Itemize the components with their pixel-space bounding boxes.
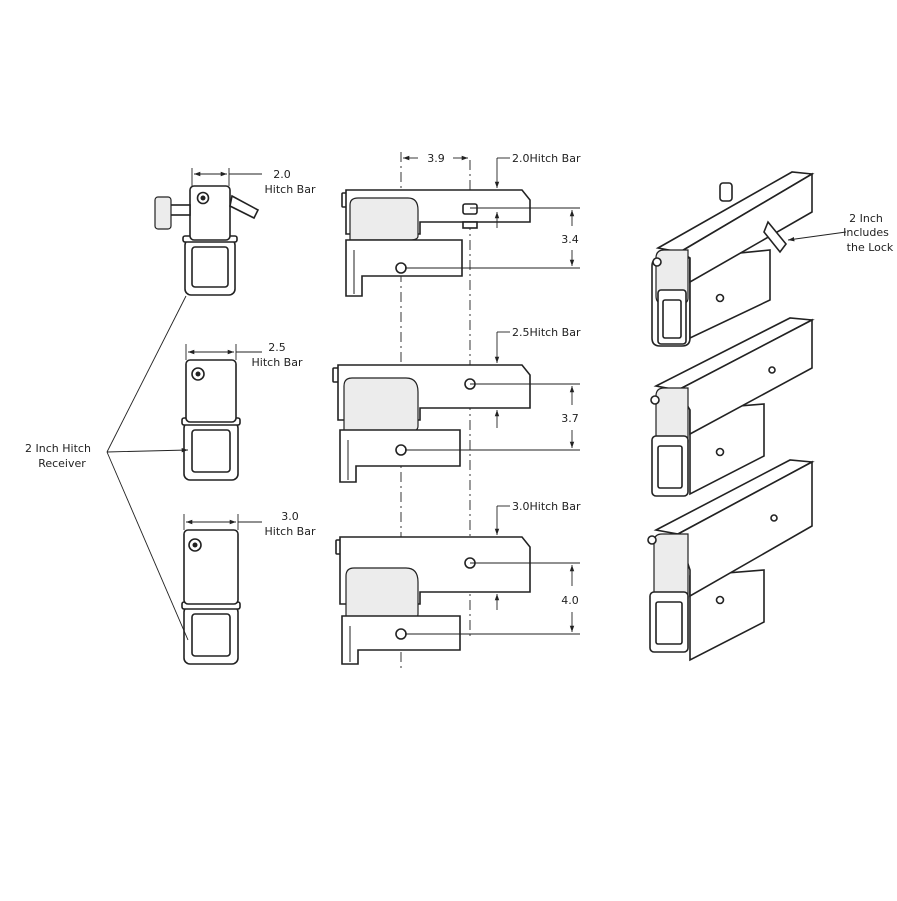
- front-view-2-0: [154, 185, 260, 296]
- side-view-2-5: [332, 364, 531, 483]
- front-dim-value-3: 3.0: [281, 510, 299, 523]
- front-dim-label-1: Hitch Bar: [265, 183, 316, 196]
- side-bar-label-3: 3.0Hitch Bar: [512, 500, 581, 513]
- rise-value-2: 3.7: [561, 412, 579, 425]
- iso-view-2-5: [650, 317, 815, 497]
- lock-shackle-iso-icon: [763, 220, 788, 254]
- side-view-3-0: [335, 536, 531, 665]
- front-view-2-5: [181, 359, 241, 481]
- bar-pointers: [494, 157, 510, 535]
- lock-shackle-icon: [229, 194, 260, 220]
- receiver-label-line1: 2 Inch Hitch: [25, 442, 91, 455]
- lock-callout-line1: 2 Inch: [849, 212, 883, 225]
- receiver-label-line2: Receiver: [38, 457, 86, 470]
- front-width-dims: [183, 168, 262, 530]
- front-dim-value-1: 2.0: [273, 168, 291, 181]
- lock-callout-line2: Includes: [843, 226, 889, 239]
- offset-value: 3.9: [427, 152, 445, 165]
- front-view-3-0: [181, 529, 241, 665]
- iso-view-2-0: [651, 171, 847, 347]
- front-dim-label-2: Hitch Bar: [252, 356, 303, 369]
- lock-knob-icon: [154, 196, 172, 230]
- rise-value-1: 3.4: [561, 233, 579, 246]
- rise-value-3: 4.0: [561, 594, 579, 607]
- lock-barrel-icon: [719, 182, 733, 202]
- front-dim-label-3: Hitch Bar: [265, 525, 316, 538]
- front-dim-value-2: 2.5: [268, 341, 286, 354]
- rise-dims: [405, 207, 580, 635]
- side-view-2-0: [341, 189, 531, 297]
- side-bar-label-1: 2.0Hitch Bar: [512, 152, 581, 165]
- receiver-leader-lines: [106, 295, 189, 641]
- iso-view-3-0: [647, 459, 815, 662]
- lock-callout-line3: the Lock: [847, 241, 894, 254]
- side-bar-label-2: 2.5Hitch Bar: [512, 326, 581, 339]
